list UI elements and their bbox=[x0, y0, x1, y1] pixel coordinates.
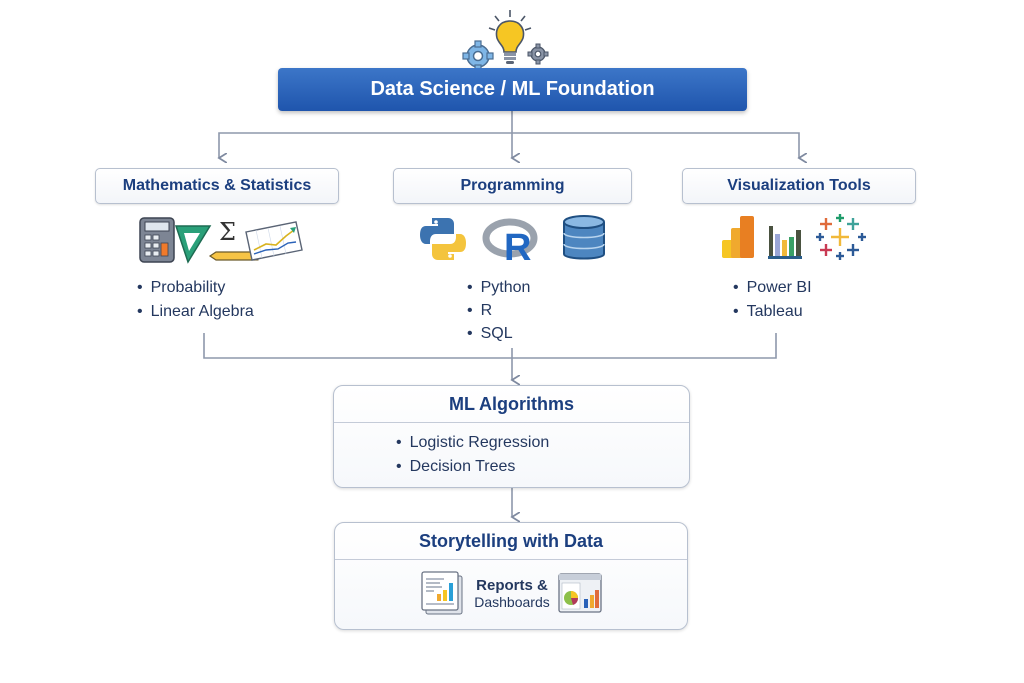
triangle-ruler-icon bbox=[174, 225, 212, 264]
list-item: Python bbox=[467, 276, 531, 299]
dashboard-icon bbox=[558, 573, 602, 613]
r-logo-icon: R bbox=[482, 218, 538, 264]
category-math: Mathematics & Statistics bbox=[95, 168, 339, 204]
list-item: Power BI bbox=[733, 276, 812, 300]
list-item: SQL bbox=[467, 322, 530, 345]
line-chart-icon bbox=[245, 221, 303, 261]
gear-icon bbox=[462, 40, 494, 72]
connector-root-left bbox=[219, 132, 512, 158]
root-icons bbox=[462, 10, 549, 72]
programming-list: Python R SQL bbox=[467, 276, 531, 345]
root-title: Data Science / ML Foundation bbox=[370, 78, 655, 100]
database-icon bbox=[563, 215, 605, 260]
category-title: Programming bbox=[460, 177, 565, 194]
gear-icon bbox=[527, 43, 549, 65]
list-item: R bbox=[467, 299, 530, 322]
lightbulb-icon bbox=[488, 10, 532, 64]
list-item: Decision Trees bbox=[396, 455, 689, 479]
calculator-icon bbox=[139, 217, 175, 263]
category-programming: Programming bbox=[393, 168, 632, 204]
storytelling-content: Reports & Dashboards bbox=[335, 560, 687, 616]
report-icon bbox=[421, 571, 463, 615]
reports-label: Reports & Dashboards bbox=[474, 576, 550, 610]
tableau-icon bbox=[816, 214, 866, 260]
category-title: Visualization Tools bbox=[727, 177, 871, 194]
storytelling-card: Storytelling with Data Reports & Dashboa… bbox=[334, 522, 688, 630]
list-item: Linear Algebra bbox=[137, 300, 254, 324]
sigma-icon: Σ bbox=[219, 218, 236, 246]
ml-algorithms-title: ML Algorithms bbox=[334, 386, 689, 423]
svg-text:R: R bbox=[504, 227, 531, 264]
list-item: Probability bbox=[137, 276, 254, 300]
category-title: Mathematics & Statistics bbox=[122, 177, 312, 194]
python-icon bbox=[420, 218, 466, 260]
math-list: Probability Linear Algebra bbox=[137, 276, 254, 324]
bar-chart-icon bbox=[768, 226, 802, 259]
category-visualization: Visualization Tools bbox=[682, 168, 916, 204]
root-node: Data Science / ML Foundation bbox=[278, 68, 747, 111]
list-item: Tableau bbox=[733, 300, 812, 324]
list-item: Logistic Regression bbox=[396, 431, 689, 455]
math-icons: Σ bbox=[139, 217, 303, 264]
ml-algorithms-card: ML Algorithms Logistic Regression Decisi… bbox=[333, 385, 690, 488]
connector-root-right bbox=[512, 132, 799, 158]
power-bi-icon bbox=[722, 216, 754, 258]
visualization-icons bbox=[722, 214, 866, 260]
programming-icons: R bbox=[420, 215, 605, 264]
storytelling-title: Storytelling with Data bbox=[335, 523, 687, 560]
visualization-list: Power BI Tableau bbox=[733, 276, 812, 324]
ml-list: Logistic Regression Decision Trees bbox=[334, 423, 689, 479]
connector-merge bbox=[203, 333, 777, 359]
